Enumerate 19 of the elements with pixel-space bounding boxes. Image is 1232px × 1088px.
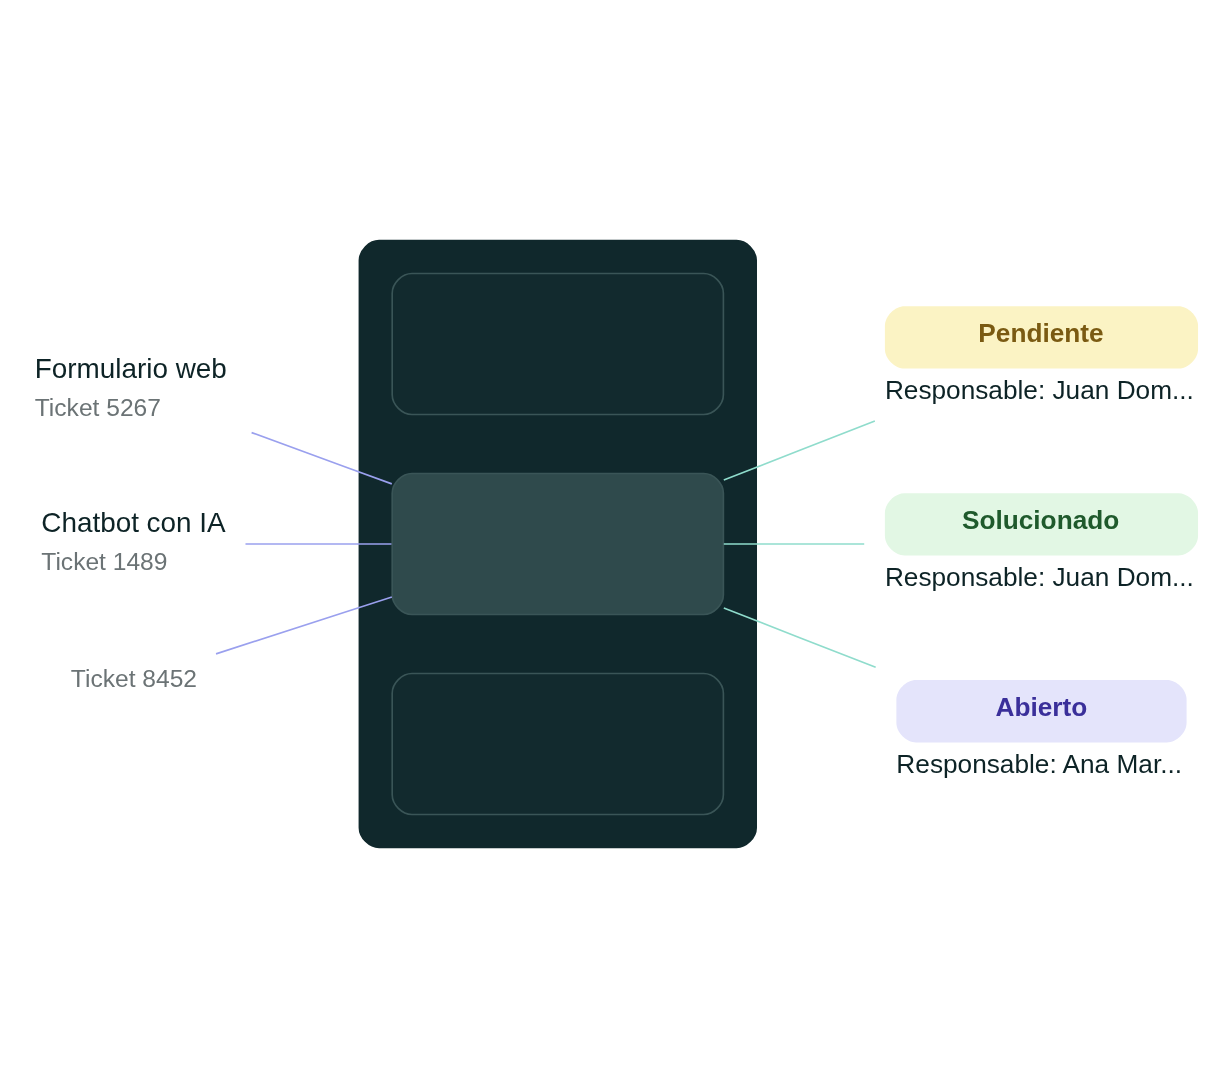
- node-label: Responsable: Juan Dom...: [884, 562, 1194, 593]
- node-box: Pendiente: [884, 306, 1199, 369]
- node-box: [391, 472, 725, 616]
- node-box: Abierto: [896, 680, 1187, 743]
- connector: [215, 596, 393, 655]
- connector: [722, 543, 866, 545]
- connector: [250, 431, 393, 485]
- connector: [722, 607, 877, 669]
- node-label: Responsable: Juan Dom...: [884, 375, 1194, 406]
- cluster: [358, 239, 757, 849]
- connector: [244, 543, 393, 545]
- node-box: [391, 272, 725, 416]
- node-text: Chatbot con IA Ticket 1489: [41, 506, 226, 576]
- node-box: Solucionado: [884, 493, 1199, 556]
- node-text: Ticket 8452: [70, 664, 197, 692]
- node-label: Responsable: Ana Mar...: [896, 749, 1183, 780]
- node-box: [391, 672, 725, 816]
- connector: [722, 420, 876, 481]
- node-text: Formulario web Ticket 5267: [34, 352, 227, 422]
